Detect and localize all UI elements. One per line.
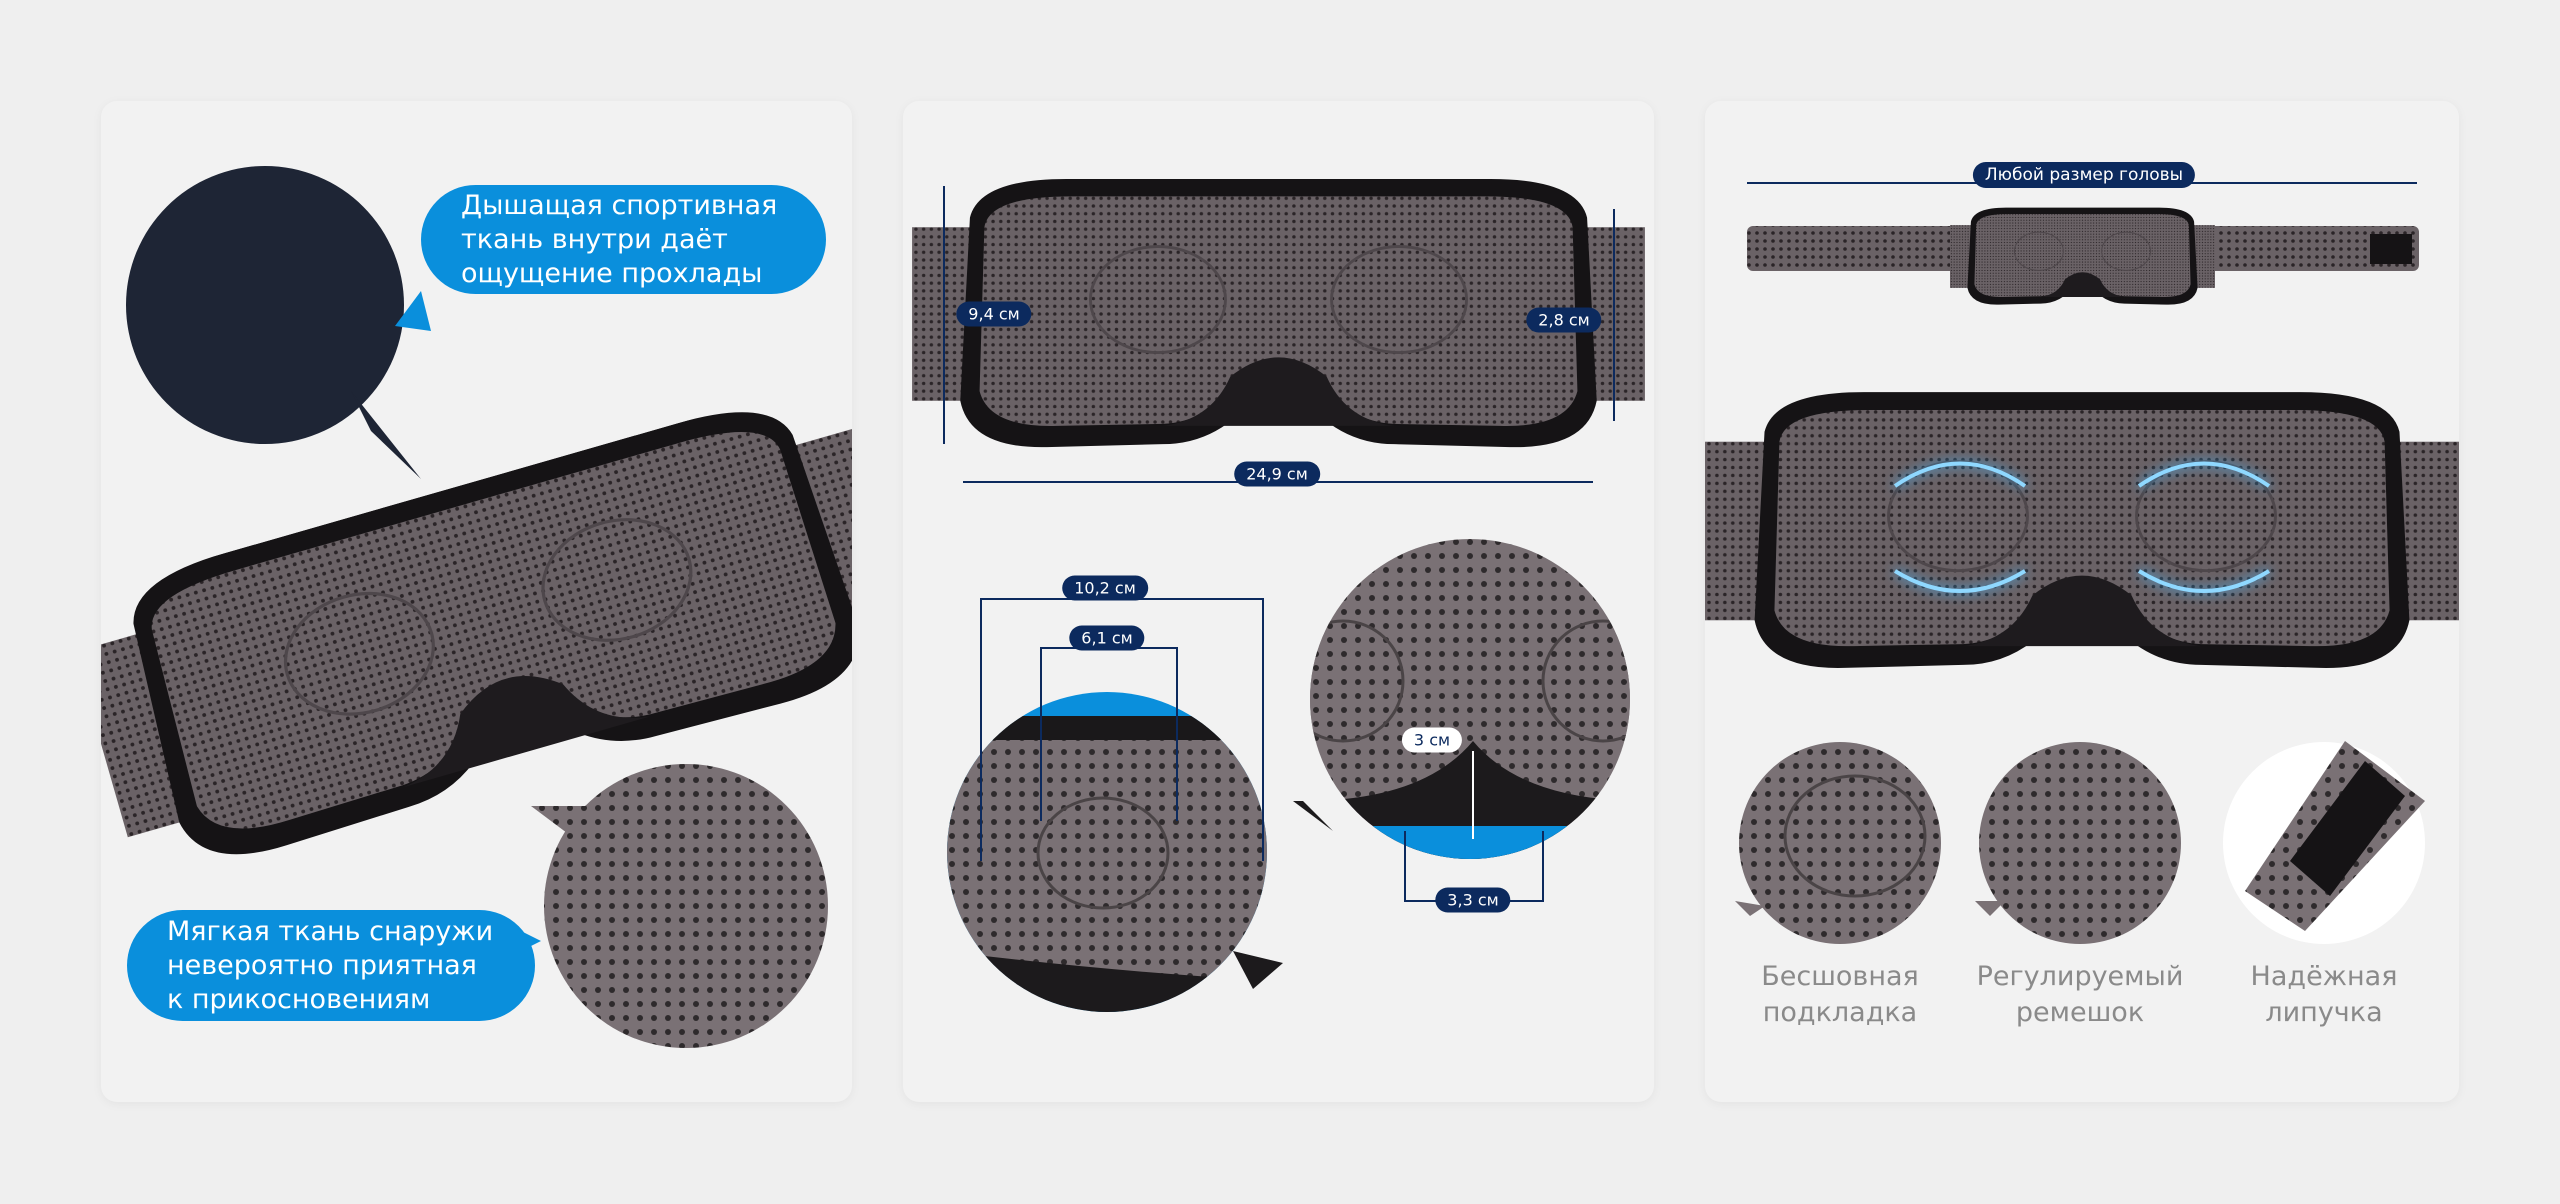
mask-features-illustration	[1705, 182, 2459, 944]
callout-line: ткань внутри даёт	[461, 223, 728, 255]
inner-fabric-swatch	[101, 166, 852, 1048]
callout-line: невероятно приятная	[167, 949, 477, 981]
fabric-panel: Дышащая спортивная ткань внутри даёт ощу…	[101, 101, 852, 1102]
callout-line: к прикосновениям	[167, 983, 431, 1015]
callout-line: ощущение прохлады	[461, 257, 763, 289]
feature-adjustable-strap: Регулируемый ремешок	[1965, 959, 2195, 1031]
mask-dimensions-illustration	[910, 179, 1647, 1012]
dimensions-panel: 9,4 см 2,8 см 24,9 см 10,2 см 6,1 см 3 с…	[903, 101, 1654, 1102]
depth-dimension-label: 2,8 см	[1526, 307, 1602, 333]
caption-line: Надёжная	[2250, 961, 2398, 992]
caption-line: Бесшовная	[1761, 961, 1919, 992]
callout-line: Мягкая ткань снаружи	[167, 915, 494, 947]
head-size-label: Любой размер головы	[1972, 162, 2196, 188]
height-dimension-label: 9,4 см	[956, 301, 1032, 327]
eye-cup-outer-label: 10,2 см	[1062, 575, 1148, 601]
features-panel: Любой размер головы Бесшовная подкладка …	[1705, 101, 2459, 1102]
caption-line: подкладка	[1762, 997, 1918, 1028]
feature-seamless-lining: Бесшовная подкладка	[1725, 959, 1955, 1031]
nose-height-label: 3 см	[1401, 727, 1463, 753]
inner-fabric-callout: Дышащая спортивная ткань внутри даёт ощу…	[421, 185, 826, 294]
caption-line: ремешок	[2015, 997, 2145, 1028]
caption-line: липучка	[2265, 997, 2383, 1028]
feature-velcro: Надёжная липучка	[2209, 959, 2439, 1031]
callout-line: Дышащая спортивная	[461, 189, 778, 221]
outer-fabric-callout: Мягкая ткань снаружи невероятно приятная…	[127, 910, 535, 1021]
width-dimension-label: 24,9 см	[1234, 461, 1320, 487]
eye-cup-inner-label: 6,1 см	[1069, 625, 1145, 651]
nose-width-label: 3,3 см	[1435, 887, 1511, 913]
caption-line: Регулируемый	[1976, 961, 2184, 992]
